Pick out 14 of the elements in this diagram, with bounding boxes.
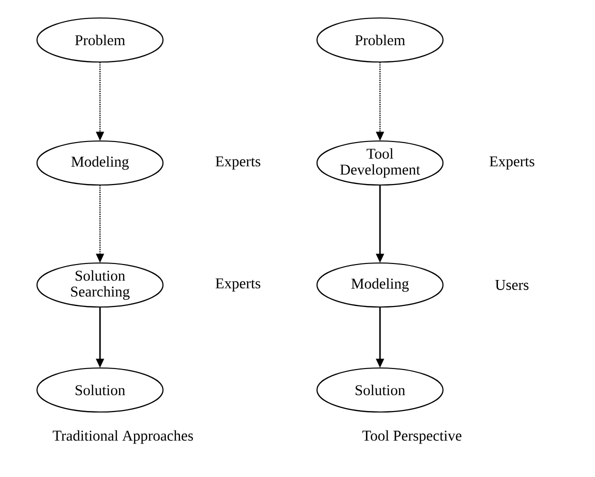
ellipse-node: Problem bbox=[316, 17, 444, 63]
role-label: Experts bbox=[490, 156, 534, 170]
ellipse-node: Modeling bbox=[316, 262, 444, 308]
role-label: Experts bbox=[216, 156, 260, 170]
ellipse-node: Tool Development bbox=[316, 140, 444, 186]
caption-label: Traditional Approaches bbox=[52, 430, 193, 444]
ellipse-node: Modeling bbox=[36, 140, 164, 186]
ellipse-node: Solution bbox=[316, 367, 444, 413]
role-label: Experts bbox=[216, 278, 260, 292]
ellipse-node: Solution bbox=[36, 367, 164, 413]
role-label: Users bbox=[495, 280, 528, 290]
ellipse-node: Problem bbox=[36, 17, 164, 63]
caption-label: Tool Perspective bbox=[362, 430, 462, 444]
ellipse-node: Solution Searching bbox=[36, 262, 164, 308]
